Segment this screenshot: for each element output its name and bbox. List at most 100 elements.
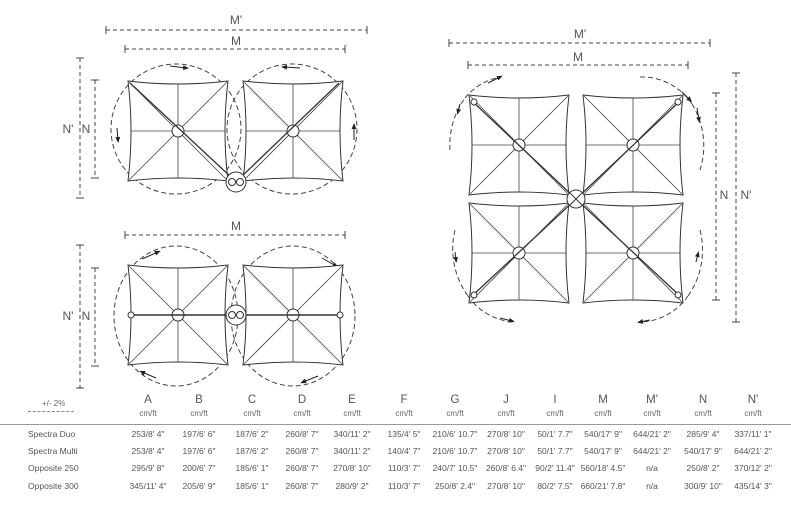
table-cell: 185/6' 1" — [235, 481, 269, 491]
table-cell: 270/8' 10" — [487, 481, 525, 491]
table-cell: 187/6' 2" — [235, 429, 269, 439]
dimension-label-n: N — [720, 188, 729, 202]
table-cell: 370/12' 2" — [734, 463, 772, 473]
row-label: Opposite 250 — [28, 463, 79, 473]
table-cell: 260/8' 7" — [285, 429, 319, 439]
table-cell: 540/17' 9" — [684, 446, 722, 456]
row-label: Spectra Multi — [28, 446, 78, 456]
column-header: A — [144, 394, 152, 406]
dimension-label-m: M — [231, 34, 241, 48]
column-header: G — [450, 394, 460, 406]
column-header: M' — [646, 394, 658, 406]
dimension-label-m: M — [231, 219, 241, 233]
dimension-label-m-prime: M' — [230, 13, 242, 27]
table-cell: 345/11' 4" — [129, 481, 167, 491]
table-cell: 210/6' 10.7" — [432, 429, 478, 439]
table-cell: 50/1' 7.7" — [537, 446, 573, 456]
column-header: J — [503, 394, 509, 406]
column-unit: cm/ft — [190, 409, 208, 418]
table-cell: n/a — [646, 481, 658, 491]
table-cell: 90/2' 11.4" — [535, 463, 575, 473]
table-cell: 644/21' 2" — [633, 429, 671, 439]
dimension-label-m-prime: M' — [574, 27, 586, 41]
dimension-label-n-prime: N' — [63, 309, 74, 323]
table-cell: 260/8' 7" — [285, 463, 319, 473]
table-cell: 260/8' 6.4" — [485, 463, 527, 473]
table-cell: 50/1' 7.7" — [537, 429, 573, 439]
column-unit: cm/ft — [643, 409, 661, 418]
tolerance-line — [28, 411, 74, 412]
table-cell: 197/6' 6" — [182, 429, 216, 439]
table-cell: 187/6' 2" — [235, 446, 269, 456]
table-cell: 540/17' 9" — [584, 446, 622, 456]
table-cell: 260/8' 7" — [285, 481, 319, 491]
column-header: D — [297, 394, 307, 406]
table-cell: 270/8' 10" — [487, 446, 525, 456]
table-cell: 300/9' 10" — [684, 481, 722, 491]
table-cell: 200/6' 7" — [182, 463, 216, 473]
table-cell: 285/9' 4" — [686, 429, 720, 439]
dimension-label-m: M — [573, 50, 583, 64]
table-cell: 337/11' 1" — [734, 429, 772, 439]
table-cell: 280/9' 2" — [335, 481, 369, 491]
table-cell: 197/6' 6" — [182, 446, 216, 456]
column-unit: cm/ft — [446, 409, 464, 418]
table-cell: 270/8' 10" — [333, 463, 371, 473]
table-cell: 560/18' 4.5" — [580, 463, 626, 473]
column-unit: cm/ft — [293, 409, 311, 418]
dimension-label-n: N — [82, 122, 91, 136]
column-unit: cm/ft — [139, 409, 157, 418]
dimension-label-n-prime: N' — [63, 122, 74, 136]
umbrella-layout-diagrams: M' M N' N M — [63, 13, 752, 389]
tolerance-label: +/- 2% — [42, 399, 66, 408]
table-cell: 205/6' 9" — [182, 481, 216, 491]
column-unit: cm/ft — [546, 409, 564, 418]
column-unit: cm/ft — [744, 409, 762, 418]
column-header: E — [348, 394, 356, 406]
table-cell: 260/8' 7" — [285, 446, 319, 456]
table-cell: 110/3' 7" — [387, 463, 421, 473]
dimension-label-n: N — [82, 309, 91, 323]
dimension-label-n-prime: N' — [741, 188, 752, 202]
row-label: Opposite 300 — [28, 481, 79, 491]
column-unit: cm/ft — [594, 409, 612, 418]
table-cell: 250/8' 2.4" — [434, 481, 476, 491]
column-unit: cm/ft — [694, 409, 712, 418]
multi-layout-diagram: M' M N N' — [448, 27, 752, 324]
column-unit: cm/ft — [243, 409, 261, 418]
duo-layout-diagram: M' M N' N — [63, 13, 368, 199]
table-cell: 540/17' 9" — [584, 429, 622, 439]
table-cell: 253/8' 4" — [131, 429, 165, 439]
table-cell: 660/21' 7.8" — [580, 481, 626, 491]
column-unit: cm/ft — [497, 409, 515, 418]
column-header: M — [598, 394, 608, 406]
table-cell: 240/7' 10.5" — [432, 463, 478, 473]
table-cell: 644/21' 2" — [734, 446, 772, 456]
column-header: C — [247, 394, 257, 406]
table-cell: 295/9' 8" — [131, 463, 165, 473]
table-cell: 340/11' 2" — [333, 446, 371, 456]
opposite-layout-diagram: M N' N — [63, 219, 356, 389]
table-cell: 185/6' 1" — [235, 463, 269, 473]
column-header: B — [195, 394, 203, 406]
row-label: Spectra Duo — [28, 429, 76, 439]
table-cell: 435/14' 3" — [734, 481, 772, 491]
header-divider — [0, 424, 791, 425]
column-header: N — [698, 394, 708, 406]
table-cell: 644/21' 2" — [633, 446, 671, 456]
table-cell: n/a — [646, 463, 658, 473]
table-cell: 135/4' 5" — [387, 429, 421, 439]
column-unit: cm/ft — [395, 409, 413, 418]
table-cell: 210/6' 10.7" — [432, 446, 478, 456]
central-pole-icon — [566, 189, 586, 209]
table-cell: 140/4' 7" — [387, 446, 421, 456]
column-header: N' — [747, 394, 759, 406]
table-cell: 253/8' 4" — [131, 446, 165, 456]
column-header: I — [553, 394, 557, 406]
table-cell: 110/3' 7" — [387, 481, 421, 491]
table-cell: 270/8' 10" — [487, 429, 525, 439]
column-header: F — [400, 394, 408, 406]
table-cell: 80/2' 7.5" — [537, 481, 573, 491]
column-unit: cm/ft — [343, 409, 361, 418]
